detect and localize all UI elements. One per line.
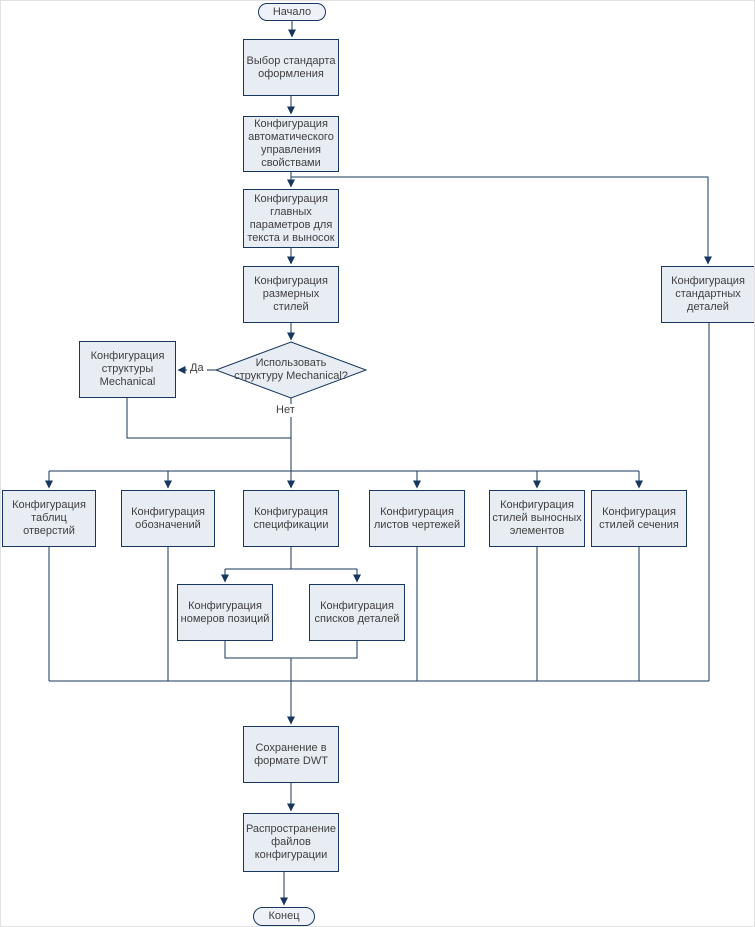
connector-branch-to-standard-parts <box>291 176 712 265</box>
flow-node-mechanical-structure: Конфигурация структуры Mechanical <box>79 341 176 398</box>
flow-node-standard-parts: Конфигурация стандартных деталей <box>661 266 754 323</box>
node-label-standard-parts: Конфигурация стандартных деталей <box>671 275 745 313</box>
node-label-select-standard: Выбор стандарта оформления <box>246 54 336 80</box>
node-label-auto-properties: Конфигурация автоматического управления … <box>248 118 334 169</box>
node-label-parts-lists: Конфигурация списков деталей <box>314 599 400 625</box>
node-label-symbols: Конфигурация обозначений <box>131 505 205 531</box>
node-label-main-params: Конфигурация главных параметров для текс… <box>247 192 335 244</box>
flow-node-start: Начало <box>258 3 326 21</box>
node-label-save-dwt: Сохранение в формате DWT <box>254 741 328 767</box>
flow-node-hole-tables: Конфигурация таблиц отверстий <box>2 490 96 547</box>
flow-node-symbols: Конфигурация обозначений <box>121 490 215 547</box>
node-label-decision-mechanical: Использовать структуру Mechanical? <box>234 357 348 382</box>
node-label-start: Начало <box>272 5 312 18</box>
connector-sub-merge <box>224 641 358 659</box>
node-label-dimension-styles: Конфигурация размерных стилей <box>254 275 328 313</box>
node-label-end: Конец <box>268 910 300 922</box>
flow-node-select-standard: Выбор стандарта оформления <box>243 39 339 96</box>
flow-node-parts-lists: Конфигурация списков деталей <box>309 584 405 641</box>
flow-node-end: Конец <box>253 907 315 926</box>
flow-node-dimension-styles: Конфигурация размерных стилей <box>243 266 339 323</box>
flow-node-detail-view-styles: Конфигурация стилей выносных элементов <box>489 490 585 547</box>
flow-node-decision-mechanical: Использовать структуру Mechanical? <box>216 342 366 398</box>
flow-node-save-dwt: Сохранение в формате DWT <box>243 726 339 783</box>
flow-node-distribute-files: Распространение файлов конфигурации <box>243 813 339 872</box>
edge-label-yes: Да <box>187 362 207 375</box>
flow-node-drawing-sheets: Конфигурация листов чертежей <box>369 490 465 547</box>
node-label-mechanical-structure: Конфигурация структуры Mechanical <box>90 350 165 388</box>
connector-mechanical-join <box>126 398 291 439</box>
flow-node-balloon-numbers: Конфигурация номеров позиций <box>177 584 273 641</box>
flow-node-main-params: Конфигурация главных параметров для текс… <box>243 189 339 248</box>
node-label-hole-tables: Конфигурация таблиц отверстий <box>12 499 86 537</box>
node-label-balloon-numbers: Конфигурация номеров позиций <box>180 599 270 625</box>
node-label-drawing-sheets: Конфигурация листов чертежей <box>373 505 461 531</box>
node-label-detail-view-styles: Конфигурация стилей выносных элементов <box>492 499 582 537</box>
node-label-bom: Конфигурация спецификации <box>253 505 329 531</box>
node-label-section-styles: Конфигурация стилей сечения <box>599 505 679 531</box>
flow-node-auto-properties: Конфигурация автоматического управления … <box>243 116 339 172</box>
decision-diamond-shape <box>214 341 368 399</box>
node-label-distribute-files: Распространение файлов конфигурации <box>245 823 337 861</box>
edge-label-no: Нет <box>273 404 298 417</box>
flow-node-bom: Конфигурация спецификации <box>243 490 339 547</box>
flow-node-section-styles: Конфигурация стилей сечения <box>591 490 687 547</box>
